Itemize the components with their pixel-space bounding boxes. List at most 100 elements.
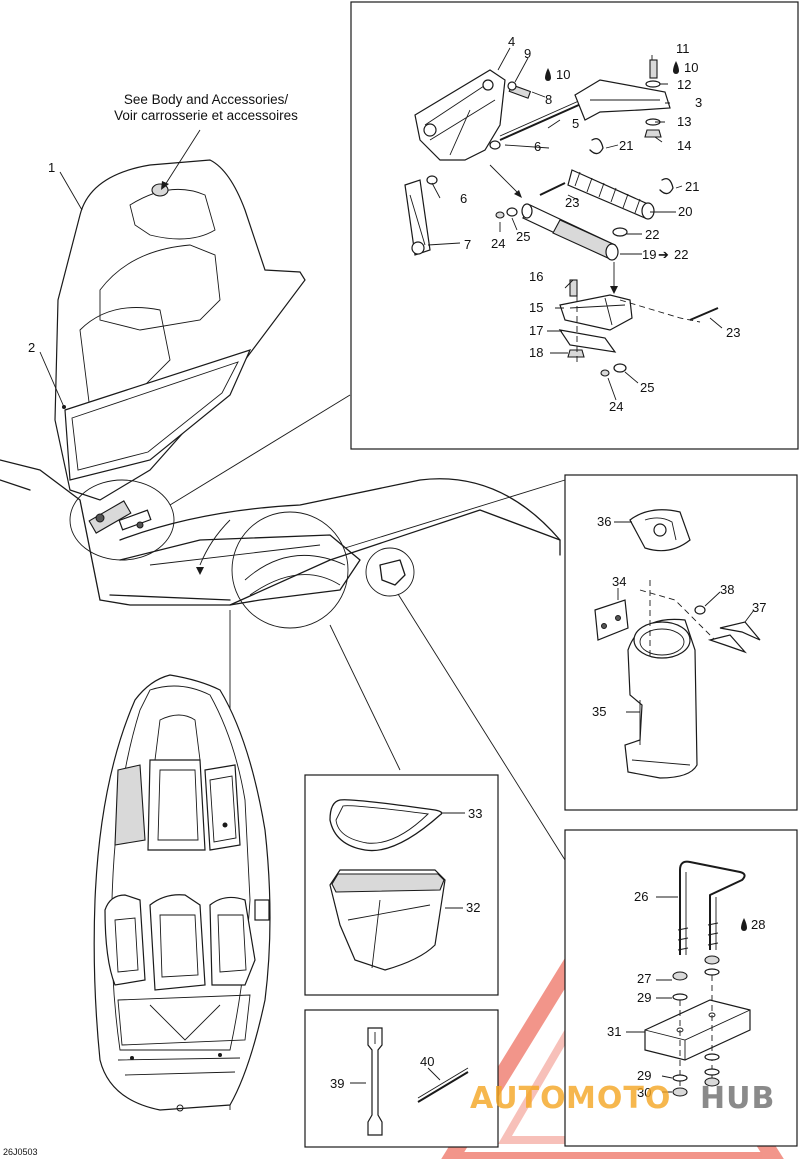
- connector-to-bin-panel: [329, 624, 401, 771]
- nut-18: [567, 349, 585, 358]
- bracket-34: [594, 599, 629, 641]
- watermark-part-auto: AUTO: [470, 1081, 567, 1116]
- callout-20: 20: [678, 204, 692, 219]
- see-body-note-line1: See Body and Accessories/: [124, 92, 289, 107]
- seat-left: [104, 894, 146, 986]
- watercraft-top-view: [93, 674, 271, 1112]
- callout-25b: 25: [640, 380, 654, 395]
- callout-2: 2: [28, 340, 35, 355]
- clip-21a: [589, 137, 604, 155]
- hinge-callouts: 4 9 10 8 5 6 11 10 12 3 13 14 21 21 20 6…: [460, 34, 740, 414]
- washer-38: [694, 605, 706, 615]
- block-31: [644, 999, 751, 1061]
- callout-12: 12: [677, 77, 691, 92]
- callout-40: 40: [420, 1054, 434, 1069]
- rod-5: [499, 99, 591, 141]
- hull-deck-edge: [119, 478, 561, 541]
- detail-circle-bin: [231, 511, 349, 629]
- callout-30: 30: [637, 1085, 651, 1100]
- callout-8: 8: [545, 92, 552, 107]
- nut-14: [644, 129, 662, 138]
- callout-36: 36: [597, 514, 611, 529]
- center-console: [147, 759, 206, 851]
- bin-inner-line: [149, 544, 321, 566]
- callout-28: 28: [751, 917, 765, 932]
- seat-right: [209, 896, 256, 986]
- bushing-6b: [426, 175, 438, 185]
- bin-detail-lines: [244, 554, 346, 596]
- callout-23b: 23: [726, 325, 740, 340]
- callout-22: 22: [645, 227, 659, 242]
- detail-circle-hinge: [69, 479, 175, 561]
- callout-6b: 6: [460, 191, 467, 206]
- note-arrow-head: [161, 181, 169, 190]
- callout-35: 35: [592, 704, 606, 719]
- callout-15: 15: [529, 300, 543, 315]
- seat-center: [149, 894, 206, 991]
- callout-1: 1: [48, 160, 55, 175]
- callout-32: 32: [466, 900, 480, 915]
- hood-liner: [64, 349, 252, 481]
- u-bolt-26: [679, 860, 746, 955]
- leader-1: [59, 171, 83, 211]
- hinge-assembly-parts: [404, 47, 723, 401]
- leader-2: [39, 351, 65, 408]
- nut-30: [672, 1087, 688, 1097]
- nut-28: [704, 955, 720, 965]
- tool-panel: [304, 1009, 499, 1148]
- note-leader: [164, 129, 201, 186]
- bin-arrow-head: [196, 567, 204, 575]
- rivet-37a: [719, 621, 761, 641]
- hinge-bracket: [414, 69, 506, 161]
- pin-23a: [539, 182, 566, 196]
- callout-3: 3: [695, 95, 702, 110]
- watermark-part-moto: MOTO: [566, 1081, 671, 1116]
- callout-10b: 10: [684, 60, 698, 75]
- watermark-part-hub: HUB: [700, 1081, 775, 1116]
- hull-line-left: [0, 459, 101, 601]
- tool-parts: [350, 1027, 469, 1136]
- hood-inner-curve: [79, 307, 171, 411]
- bolt-16: [569, 279, 578, 297]
- rear-panel-plate: [254, 899, 270, 921]
- callout-7: 7: [464, 237, 471, 252]
- nut-27: [672, 971, 688, 981]
- cup-holder-parts: [594, 509, 761, 779]
- drawing-code: 26J0503: [3, 1147, 38, 1157]
- storage-bin-opening: [119, 534, 361, 606]
- clip-21b: [659, 177, 674, 195]
- callout-34: 34: [612, 574, 626, 589]
- washer-29a: [672, 993, 688, 1001]
- callout-26: 26: [634, 889, 648, 904]
- drop-icon: [741, 918, 747, 931]
- callout-23a: 23: [565, 195, 579, 210]
- watermark-text: AUTO MOTO HUB: [470, 1081, 775, 1116]
- clip-24b: [600, 369, 610, 377]
- see-body-note-line2: Voir carrosserie et accessoires: [114, 108, 298, 123]
- callout-25a: 25: [516, 229, 530, 244]
- bushing-22: [612, 227, 628, 237]
- connector-to-hinge-panel: [169, 394, 351, 506]
- washer-9: [507, 81, 517, 91]
- callout-39: 39: [330, 1076, 344, 1091]
- connector-to-cup-panel: [344, 479, 566, 549]
- bolt-11: [649, 59, 658, 79]
- clip-24a: [495, 211, 505, 219]
- cup-holder-opening: [633, 621, 691, 659]
- callout-21a: 21: [619, 138, 633, 153]
- arrow-to-symbol: ➔: [658, 247, 669, 262]
- hood-liner-inner: [71, 361, 239, 471]
- hood-middle-recess: [99, 244, 221, 331]
- gasket-33: [329, 799, 443, 852]
- pin-23b: [689, 307, 719, 321]
- callout-17: 17: [529, 323, 543, 338]
- bushing-6a: [489, 140, 501, 150]
- washer-29b: [672, 1074, 688, 1082]
- callout-10a: 10: [556, 67, 570, 82]
- bin-32: [329, 869, 446, 971]
- connector-to-bracket-panel: [397, 593, 566, 861]
- callout-24a: 24: [491, 236, 505, 251]
- washer-25b: [613, 363, 627, 373]
- hinge-bracket-ribs: [424, 81, 496, 156]
